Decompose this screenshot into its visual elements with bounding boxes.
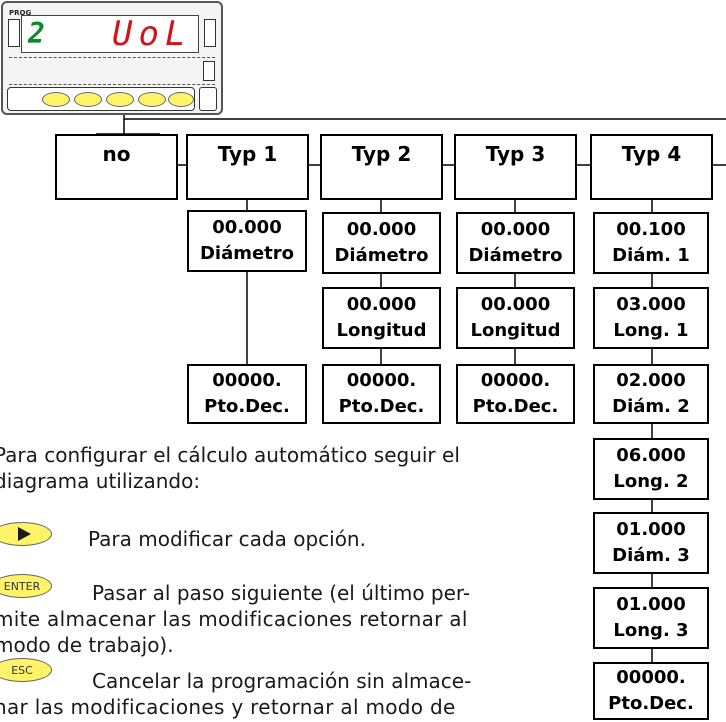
intro-line-1: Para configurar el cálculo automático se… [0, 443, 460, 467]
keypad-button[interactable] [168, 92, 194, 107]
intro-line-2: diagrama utilizando: [0, 469, 201, 493]
menu-box-no: no [55, 134, 178, 200]
keypad-button[interactable] [42, 92, 70, 107]
indicator-row [9, 57, 215, 85]
typ4-ptodec-box: 00000.Pto.Dec. [593, 662, 709, 720]
typ2-ptodec-box: 00000.Pto.Dec. [322, 364, 441, 424]
enter-key-icon: ENTER [0, 574, 52, 598]
esc-line-1: Cancelar la programación sin almace- [92, 669, 472, 693]
keypad [7, 87, 195, 111]
menu-box-typ4: Typ 4 [590, 134, 713, 200]
display-window: 2 UoL [21, 14, 199, 54]
digit-display: 2 [28, 17, 45, 50]
keypad-aux [199, 87, 217, 111]
main-display: UoL [112, 14, 192, 54]
menu-box-typ2: Typ 2 [320, 134, 443, 200]
keypad-button[interactable] [106, 92, 134, 107]
device-panel: PROG 2 UoL [1, 1, 223, 115]
menu-box-typ1: Typ 1 [186, 134, 309, 200]
prog-label: PROG [9, 9, 32, 17]
typ3-ptodec-box: 00000.Pto.Dec. [456, 364, 575, 424]
right-key-icon-device[interactable] [203, 61, 215, 81]
keypad-button[interactable] [74, 92, 102, 107]
keypad-button[interactable] [138, 92, 166, 107]
right-led-indicators [204, 19, 216, 47]
enter-line-2: mite almacenar las modificaciones retorn… [0, 607, 468, 631]
enter-line-3: modo de trabajo). [0, 633, 174, 657]
left-led-indicators [8, 19, 20, 47]
esc-key-icon: ESC [0, 658, 52, 682]
esc-line-2: nar las modificaciones y retornar al mod… [0, 695, 456, 719]
right-arrow-key-icon [0, 522, 52, 546]
typ1-ptodec-box: 00000.Pto.Dec. [187, 364, 307, 424]
enter-line-1: Pasar al paso siguiente (el último per- [92, 581, 471, 605]
right-key-description: Para modificar cada opción. [88, 527, 366, 551]
menu-box-typ3: Typ 3 [454, 134, 577, 200]
